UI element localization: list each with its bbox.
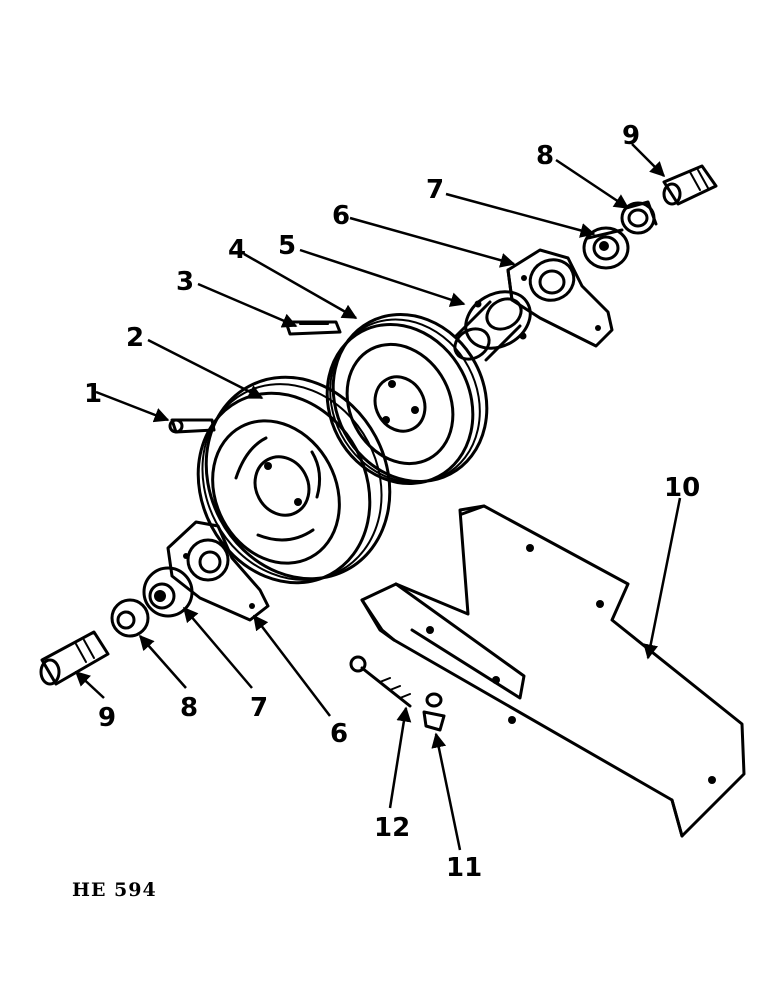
collar-upper [620, 200, 658, 235]
callout-9-top: 9 [622, 121, 640, 151]
pulley-upper [325, 312, 489, 486]
callout-6-bottom: 6 [330, 719, 348, 749]
pillow-block-upper [506, 248, 614, 348]
bolt [349, 655, 412, 708]
callout-7-top: 7 [426, 175, 444, 205]
hub-flange [453, 290, 532, 362]
callouts: 1 2 3 4 5 6 7 8 9 10 9 8 7 6 12 11 [84, 121, 700, 883]
key-lower [168, 418, 216, 434]
pillow-block-lower [166, 520, 270, 622]
callout-2: 2 [126, 323, 144, 353]
drawing-code: HE 594 [72, 879, 157, 901]
key-upper [284, 320, 342, 336]
callout-5: 5 [278, 231, 296, 261]
leader-lines [74, 143, 682, 851]
shaft-lower [39, 630, 110, 686]
callout-12: 12 [374, 813, 410, 843]
callout-1: 1 [84, 379, 102, 409]
callout-8-top: 8 [536, 141, 554, 171]
callout-7-bottom: 7 [250, 693, 268, 723]
callout-6-top: 6 [332, 201, 350, 231]
collar-lower [110, 598, 150, 638]
nut [422, 692, 446, 732]
callout-10: 10 [664, 473, 700, 503]
callout-3: 3 [176, 267, 194, 297]
channel-guard [360, 504, 746, 838]
callout-11: 11 [446, 853, 482, 883]
callout-8-bottom: 8 [180, 693, 198, 723]
callout-9-bottom: 9 [98, 703, 116, 733]
shaft-upper [662, 164, 718, 206]
callout-4: 4 [228, 235, 246, 265]
bearing-lower [142, 566, 194, 618]
